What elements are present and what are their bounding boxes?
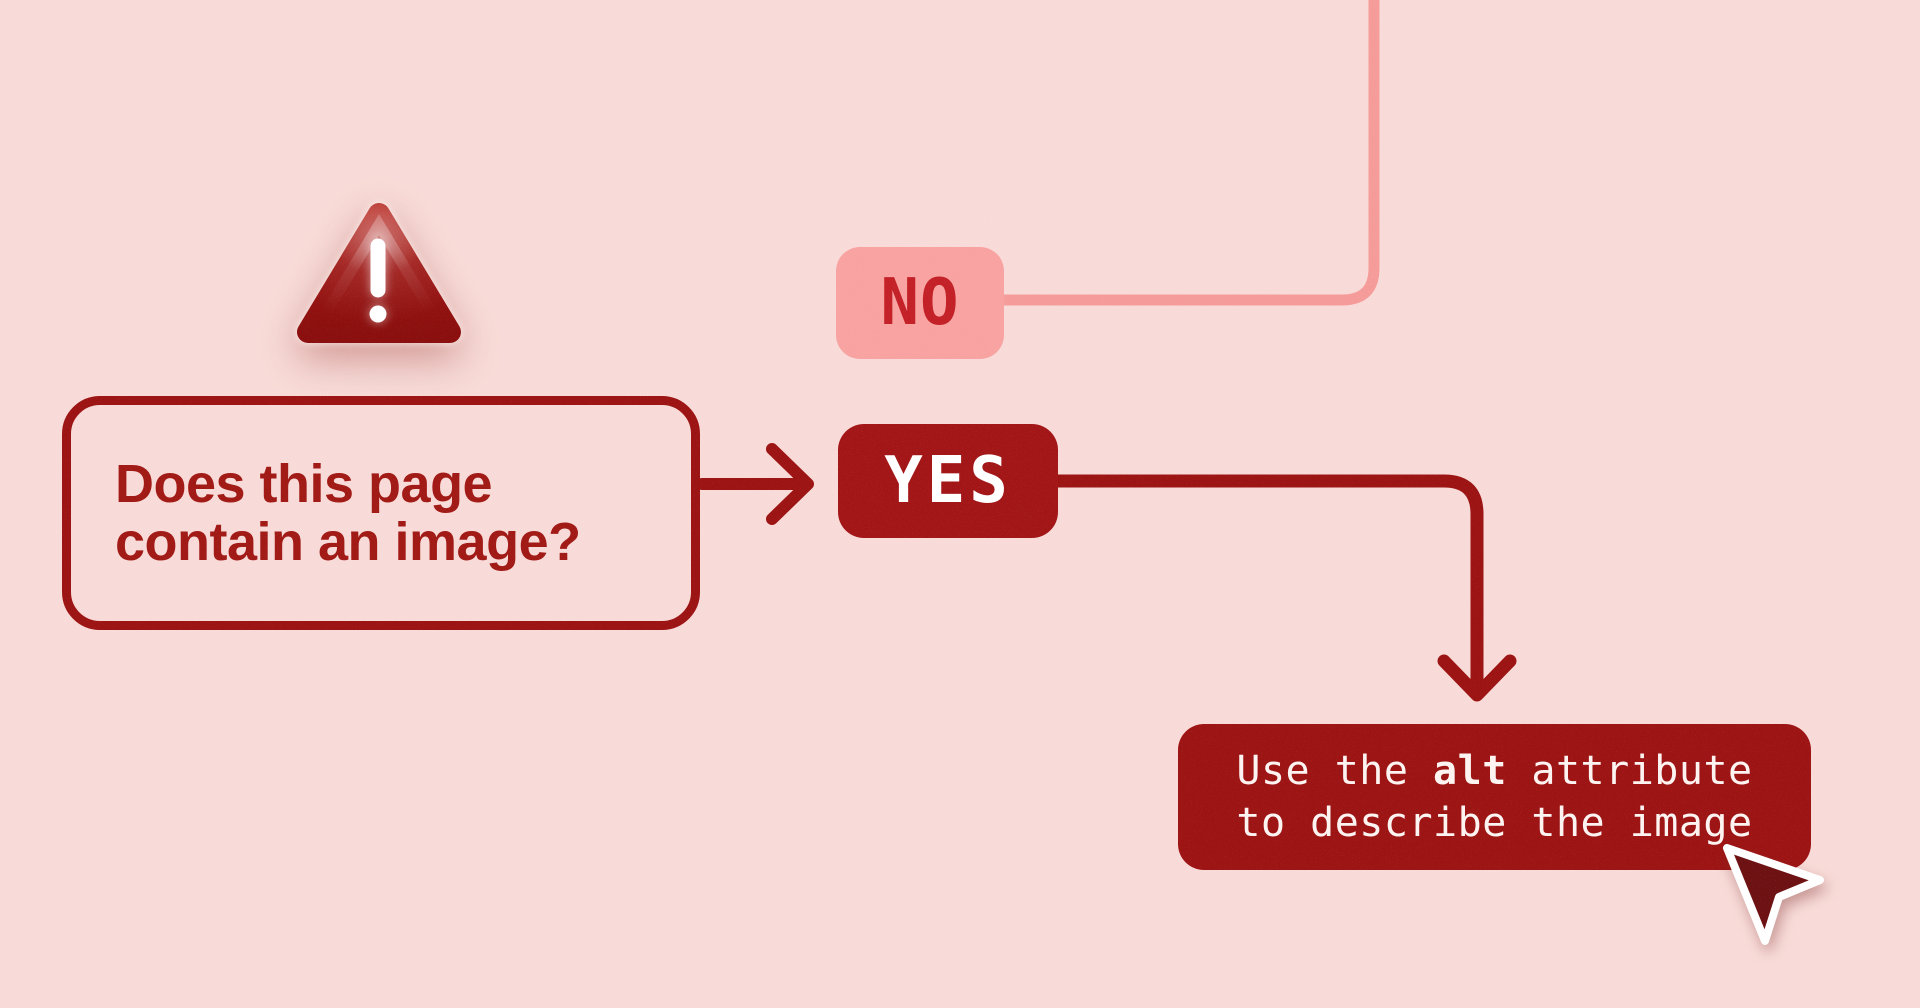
exclamation-mark: [369, 238, 387, 323]
alt-code-text: alt: [1433, 748, 1507, 794]
question-node: Does this page contain an image?: [62, 396, 700, 630]
down-arrowhead-icon: [1437, 654, 1517, 702]
yes-button[interactable]: YES: [838, 424, 1058, 538]
question-line-2: contain an image?: [115, 512, 581, 572]
result-line-2: to describe the image: [1236, 800, 1753, 846]
result-node: Use the alt attribute to describe the im…: [1178, 724, 1811, 870]
cursor-pointer-icon: [1723, 844, 1824, 945]
no-branch-line: [997, 0, 1380, 306]
yes-label: YES: [884, 444, 1012, 518]
no-button[interactable]: NO: [836, 247, 1004, 359]
yes-branch-line: [1051, 474, 1484, 693]
question-text: Does this page contain an image?: [71, 453, 581, 572]
warning-triangle-icon: [297, 203, 461, 343]
right-arrowhead-icon: [766, 443, 814, 525]
no-label: NO: [880, 266, 960, 340]
question-line-1: Does this page: [115, 453, 493, 514]
result-line-1: Use the alt attribute: [1236, 748, 1753, 794]
